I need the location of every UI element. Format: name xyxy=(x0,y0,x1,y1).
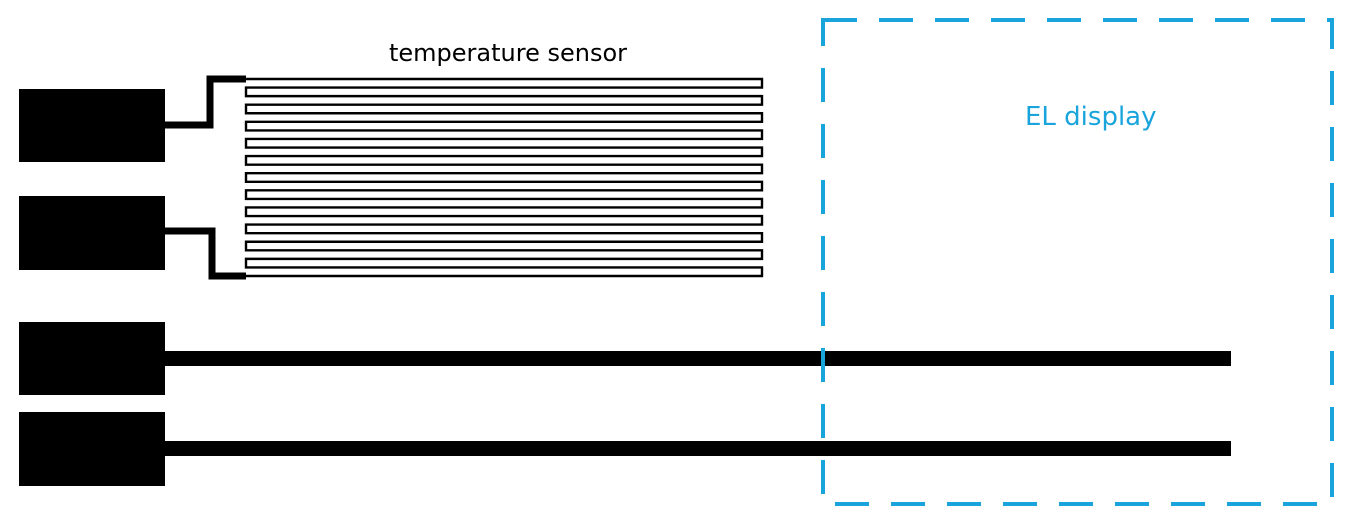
sensor-lead-bottom xyxy=(165,227,246,280)
contact-pad-1 xyxy=(19,89,165,162)
electrode-line-2 xyxy=(160,441,1231,456)
contact-pad-2 xyxy=(19,196,165,270)
el-display-label: EL display xyxy=(1025,102,1157,132)
el-display-outline xyxy=(821,18,1334,506)
temperature-sensor-label: temperature sensor xyxy=(389,39,628,67)
electrode-line-1 xyxy=(160,351,1231,366)
contact-pad-4 xyxy=(19,412,165,486)
contact-pad-3 xyxy=(19,322,165,395)
temperature-sensor-meander xyxy=(244,77,764,278)
sensor-lead-top xyxy=(165,75,246,129)
